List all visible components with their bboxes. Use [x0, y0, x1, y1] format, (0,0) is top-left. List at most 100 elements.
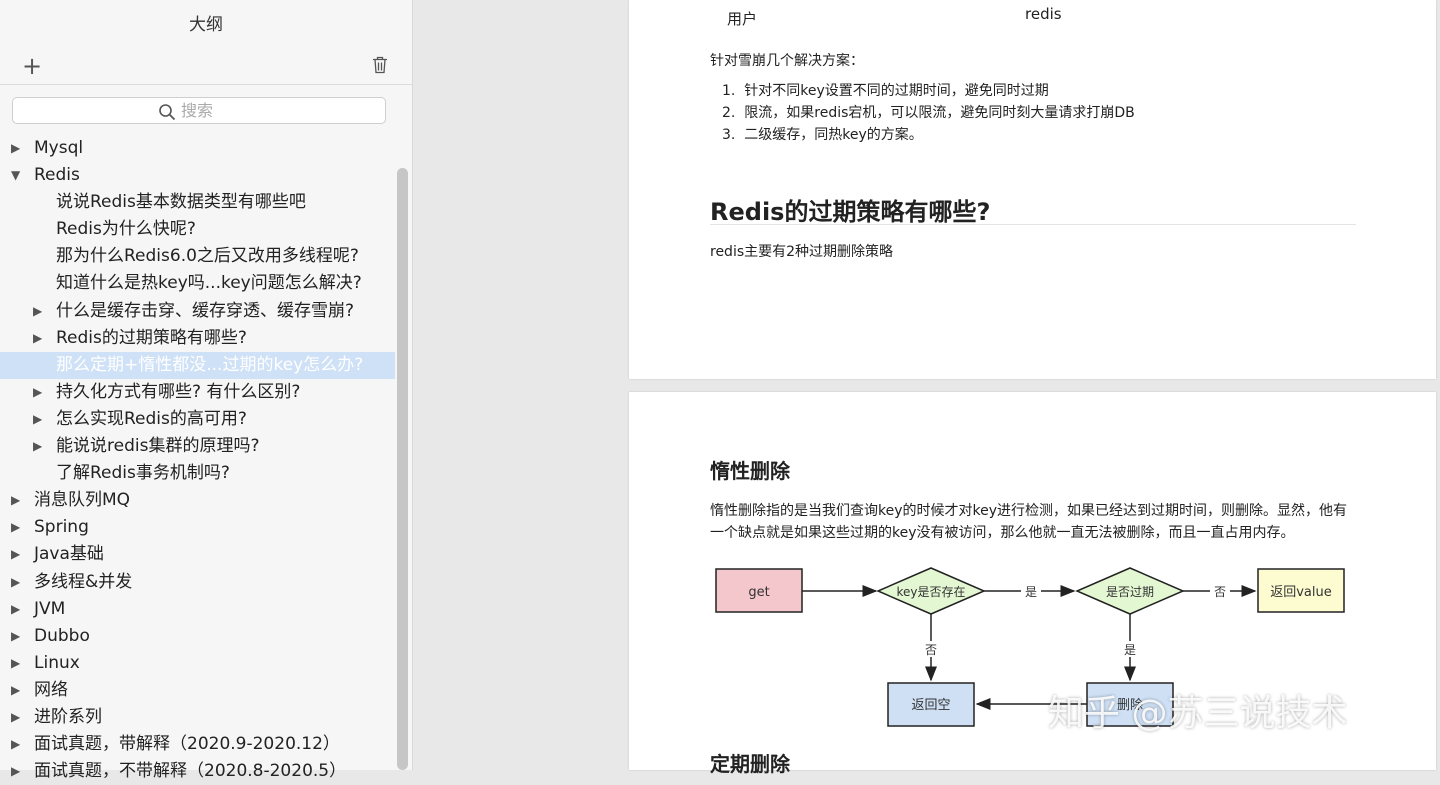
flow-yes-label: 是	[1025, 585, 1037, 599]
paragraph-line: 一个缺点就是如果这些过期的key没有被访问，那么他就一直无法被删除，而且一直占用…	[710, 525, 1295, 541]
outline-item[interactable]: ▶ 多线程&并发	[0, 569, 395, 596]
flowchart: get key是否存在 是 是否过期 否 返回value 否 是 返回空 删除	[715, 567, 1345, 727]
solution-list: 1. 针对不同key设置不同的过期时间，避免同时过期 2. 限流，如果redis…	[722, 80, 1135, 146]
outline-item[interactable]: ▶ Java基础	[0, 541, 395, 568]
outline-item[interactable]: 那么定期+惰性都没...过期的key怎么办?	[0, 351, 395, 379]
outline-item-label: Redis	[34, 165, 80, 186]
disclosure-open-icon[interactable]: ▼	[11, 168, 21, 183]
outline-item-label: 了解Redis事务机制吗?	[56, 463, 230, 484]
outline-item[interactable]: ▶ Redis的过期策略有哪些?	[0, 325, 395, 352]
disclosure-closed-icon[interactable]: ▶	[11, 520, 21, 535]
body-text: redis主要有2种过期删除策略	[710, 244, 894, 260]
disclosure-closed-icon[interactable]: ▶	[11, 655, 21, 670]
outline-item-label: Redis的过期策略有哪些?	[56, 327, 247, 348]
outline-item-label: 网络	[34, 679, 68, 700]
disclosure-closed-icon[interactable]: ▶	[11, 628, 21, 643]
outline-item-label: 持久化方式有哪些? 有什么区别?	[56, 381, 301, 402]
flow-expired-label: 是否过期	[1106, 585, 1154, 599]
diagram-label-user: 用户	[727, 10, 758, 28]
document-page-1: 用户 redis 针对雪崩几个解决方案： 1. 针对不同key设置不同的过期时间…	[629, 0, 1436, 379]
sidebar-scrollbar[interactable]	[397, 168, 408, 770]
disclosure-closed-icon[interactable]: ▶	[11, 574, 21, 589]
outline-item-label: 说说Redis基本数据类型有哪些吧	[56, 192, 306, 213]
section-heading: Redis的过期策略有哪些?	[710, 198, 991, 226]
add-icon[interactable]: +	[22, 52, 43, 80]
lazy-delete-heading: 惰性删除	[710, 459, 790, 483]
outline-item-label: Mysql	[34, 138, 84, 158]
heading-rule	[710, 224, 1356, 225]
outline-item[interactable]: ▶什么是缓存击穿、缓存穿透、缓存雪崩?	[0, 298, 395, 325]
disclosure-closed-icon[interactable]: ▶	[11, 547, 21, 562]
disclosure-closed-icon[interactable]: ▶	[11, 709, 21, 724]
disclosure-closed-icon[interactable]: ▶	[11, 737, 21, 752]
outline-item[interactable]: ▼ Redis	[0, 162, 395, 189]
outline-item-label: 能说说redis集群的原理吗?	[56, 436, 260, 457]
disclosure-closed-icon[interactable]: ▶	[11, 141, 21, 155]
flow-get-box	[715, 568, 803, 613]
outline-item[interactable]: 知道什么是热key吗...key问题怎么解决?	[0, 270, 395, 297]
outline-item-label: 消息队列MQ	[34, 490, 131, 511]
flow-no-label: 否	[925, 643, 937, 657]
outline-item-label: 那么定期+惰性都没...过期的key怎么办?	[56, 354, 364, 375]
outline-item-label: 那为什么Redis6.0之后又改用多线程呢?	[56, 246, 359, 267]
flow-get-label: get	[748, 585, 769, 600]
periodic-delete-heading: 定期删除	[710, 752, 790, 776]
search-box[interactable]	[12, 97, 386, 124]
outline-item[interactable]: ▶ 怎么实现Redis的高可用?	[0, 406, 395, 433]
outline-item[interactable]: ▶ 进阶系列	[0, 704, 395, 731]
watermark: 知乎 @苏三说技术	[1048, 693, 1348, 734]
flow-return-value-label: 返回value	[1270, 585, 1332, 600]
flow-yes-label: 是	[1124, 643, 1136, 657]
outline-item-label: 面试真题，不带解释（2020.8-2020.5）	[34, 761, 347, 782]
disclosure-closed-icon[interactable]: ▶	[11, 493, 21, 508]
intro-text: 针对雪崩几个解决方案：	[710, 53, 864, 69]
outline-item-label: Java基础	[34, 544, 104, 565]
outline-item-label: Dubbo	[34, 625, 90, 646]
outline-item-label: 多线程&并发	[34, 571, 133, 592]
disclosure-closed-icon[interactable]: ▶	[33, 439, 43, 454]
list-item: 3. 二级缓存，同热key的方案。	[722, 127, 923, 143]
list-item: 2. 限流，如果redis宕机，可以限流，避免同时刻大量请求打崩DB	[722, 105, 1135, 121]
flow-key-exists-label: key是否存在	[896, 585, 965, 599]
search-input[interactable]	[181, 100, 361, 121]
paragraph-line: 惰性删除指的是当我们查询key的时候才对key进行检测，如果已经达到过期时间，则…	[710, 503, 1348, 519]
flow-delete-label: 删除	[1117, 698, 1143, 713]
outline-item[interactable]: ▶ 面试真题，带解释（2020.9-2020.12）	[0, 731, 395, 758]
outline-item-label: 进阶系列	[34, 706, 102, 727]
outline-item[interactable]: ▶ Linux	[0, 650, 395, 677]
outline-item[interactable]: 那为什么Redis6.0之后又改用多线程呢?	[0, 243, 395, 270]
outline-item[interactable]: ▶ Mysql	[0, 135, 395, 162]
disclosure-closed-icon[interactable]: ▶	[11, 601, 21, 616]
flow-return-empty-label: 返回空	[911, 698, 950, 713]
outline-item[interactable]: 说说Redis基本数据类型有哪些吧	[0, 189, 395, 216]
document-page-2: 惰性删除 惰性删除指的是当我们查询key的时候才对key进行检测，如果已经达到过…	[629, 392, 1436, 776]
sidebar-divider	[0, 84, 412, 85]
outline-item[interactable]: 了解Redis事务机制吗?	[0, 460, 395, 487]
flow-return-value-box	[1257, 568, 1345, 613]
outline-sidebar: 大纲 + ▶Mysql▼Redis说说Redis基本数据类型有哪些吧Redis为…	[0, 0, 413, 781]
outline-item-label: Spring	[34, 517, 89, 538]
outline-item[interactable]: ▶ 消息队列MQ	[0, 487, 395, 514]
disclosure-closed-icon[interactable]: ▶	[11, 764, 21, 779]
disclosure-closed-icon[interactable]: ▶	[33, 303, 43, 318]
outline-item[interactable]: ▶ JVM	[0, 596, 395, 623]
outline-item-label: 面试真题，带解释（2020.9-2020.12）	[34, 734, 340, 755]
outline-item[interactable]: ▶ 网络	[0, 677, 395, 704]
outline-item[interactable]: ▶ Dubbo	[0, 623, 395, 650]
outline-item-label: JVM	[34, 598, 66, 619]
outline-item[interactable]: Redis为什么快呢?	[0, 216, 395, 243]
disclosure-closed-icon[interactable]: ▶	[33, 411, 43, 426]
outline-item-label: 怎么实现Redis的高可用?	[56, 408, 247, 429]
flow-return-empty-box	[887, 682, 975, 727]
outline-item-label: Redis为什么快呢?	[56, 219, 196, 240]
outline-item-label: 知道什么是热key吗...key问题怎么解决?	[56, 273, 362, 294]
disclosure-closed-icon[interactable]: ▶	[33, 330, 43, 345]
disclosure-closed-icon[interactable]: ▶	[33, 384, 43, 399]
outline-item[interactable]: ▶ 持久化方式有哪些? 有什么区别?	[0, 379, 395, 406]
outline-item[interactable]: ▶ Spring	[0, 514, 395, 541]
outline-item-label: Linux	[34, 652, 80, 673]
disclosure-closed-icon[interactable]: ▶	[11, 682, 21, 697]
outline-item[interactable]: ▶ 能说说redis集群的原理吗?	[0, 433, 395, 460]
outline-item[interactable]: ▶ 面试真题，不带解释（2020.8-2020.5）	[0, 758, 395, 785]
trash-icon[interactable]	[372, 56, 388, 78]
